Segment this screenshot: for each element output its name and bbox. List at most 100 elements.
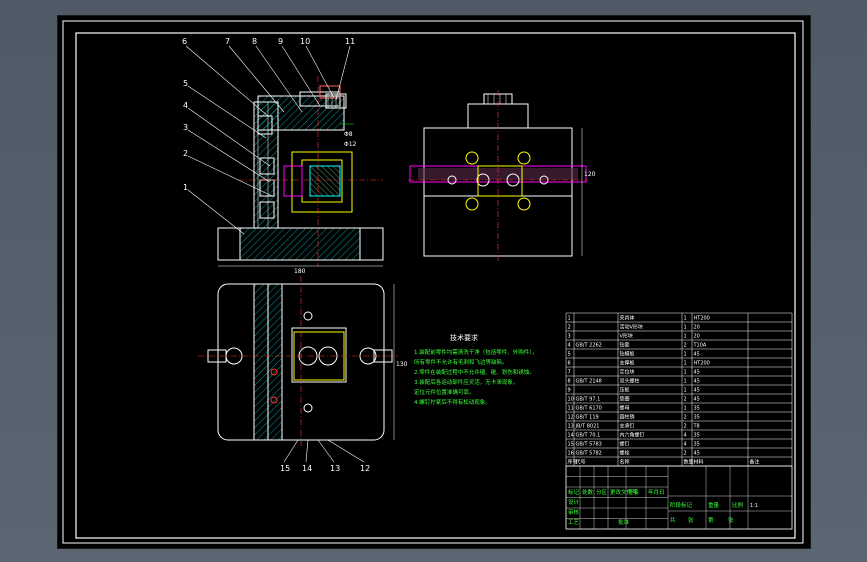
inner-frame	[75, 32, 796, 539]
side-view: 120	[408, 90, 596, 262]
tech-line-1: 1.装配前零件均需清洗干净（包括零件、外购件），	[414, 348, 538, 356]
tech-line-3: 2.零件在装配过程中不允许磕、碰、划伤和锈蚀。	[414, 368, 535, 376]
bom-cell: 35	[694, 415, 700, 421]
bom-cell: GB/T 97.1	[576, 397, 601, 403]
tech-line-5: 定位元件位置准确可靠。	[414, 388, 475, 396]
bom-cell: 2	[684, 451, 687, 457]
bom-cell: 1	[684, 325, 687, 331]
part-label-1: 1	[183, 183, 188, 192]
bom-cell: GB/T 119	[576, 415, 599, 421]
bom-cell: 35	[694, 433, 700, 439]
title-block-label: 标记	[568, 488, 580, 496]
bom-header-cell: 数量	[684, 459, 694, 466]
bom-cell: GB/T 2148	[576, 379, 602, 385]
bom-cell: 7	[568, 370, 571, 376]
bom-cell: 压板	[620, 387, 630, 394]
title-block-scale: 1:1	[750, 503, 758, 509]
part-label-2: 2	[183, 149, 188, 158]
bom-cell: HT200	[694, 316, 710, 322]
title-block-label: 阶段标记	[670, 501, 693, 509]
bom-cell: 支承钉	[620, 423, 635, 430]
bom-cell: 1	[684, 361, 687, 367]
title-block-label: 批准	[618, 518, 630, 526]
bom-cell: 2	[684, 424, 687, 430]
bom-cell: 内六角螺钉	[620, 432, 645, 439]
bom-cell: 1	[684, 388, 687, 394]
part-label-10: 10	[300, 37, 310, 46]
part-label-5: 5	[183, 79, 188, 88]
bom-cell: 圆柱销	[620, 414, 635, 421]
tech-title: 技术要求	[450, 333, 478, 342]
bom-cell: 钻套	[620, 342, 630, 349]
bom-cell: 钻模板	[620, 351, 635, 358]
bom-cell: 20	[694, 334, 700, 340]
bom-cell: 2	[568, 325, 571, 331]
part-number-leaders	[185, 45, 351, 235]
bom-cell: 支撑板	[620, 360, 635, 367]
title-block-label: 处数	[582, 488, 594, 496]
bom-cell: 4	[568, 343, 571, 349]
bom-cell: 11	[568, 406, 574, 412]
bom-cell: 垫圈	[620, 396, 630, 403]
bom-cell: 16	[568, 451, 574, 457]
bom-cell: 夹具体	[620, 315, 635, 322]
bom-header-cell: 序号	[568, 459, 578, 466]
bom-header-cell: 代号	[576, 459, 586, 466]
bom-cell: 45	[694, 388, 700, 394]
bom-cell: 45	[694, 379, 700, 385]
title-block-label: 工艺	[568, 519, 580, 526]
bom-cell: 2	[684, 415, 687, 421]
title-block-label: 张	[688, 516, 694, 524]
assembly-drawing: Φ8 Φ12 180 6 7 8 9 10 11 5 4 3 2 1	[62, 20, 804, 544]
bom-cell: 1	[568, 316, 571, 322]
technical-requirements: 技术要求 1.装配前零件均需清洗干净（包括零件、外购件）， 所有零件不允许有毛刺…	[414, 333, 538, 406]
part-label-12: 12	[360, 464, 370, 473]
bom-cell: JB/T 8021	[575, 424, 600, 430]
part-label-6: 6	[182, 37, 187, 46]
bom-cell: 5	[568, 352, 571, 358]
dim-width-label: 180	[294, 268, 306, 275]
title-block-label: 张	[728, 516, 734, 524]
title-block-label: 共	[670, 516, 676, 524]
bom-cell: 1	[684, 370, 687, 376]
bom-cell: 45	[694, 370, 700, 376]
bom-cell: GB/T 5782	[576, 451, 602, 457]
outer-frame	[62, 20, 804, 544]
bom-cell: T10A	[693, 343, 707, 349]
bom-cell: 13	[568, 424, 574, 430]
bom-header-cell: 名称	[620, 459, 630, 466]
bom-cell: 1	[684, 334, 687, 340]
bom-cell: 2	[684, 343, 687, 349]
tech-line-6: 4.螺钉拧紧后不得有松动现象。	[414, 398, 491, 406]
bom-cell: 螺栓	[620, 450, 630, 457]
bom-cell: 定位块	[620, 369, 635, 376]
title-block-label: 分区	[596, 488, 608, 496]
part-label-14: 14	[302, 464, 312, 473]
svg-text:Φ12: Φ12	[344, 141, 357, 148]
bom-cell: 8	[568, 379, 571, 385]
title-block-label: 设计	[568, 498, 580, 506]
bom-cell: T8	[693, 424, 700, 430]
bom-cell: 14	[568, 433, 574, 439]
bom-cell: 15	[568, 442, 574, 448]
bom-cell: 45	[694, 451, 700, 457]
bom-cell: GB/T 5783	[576, 442, 602, 448]
bom-cell: 1	[684, 406, 687, 412]
bom-cell: 45	[694, 397, 700, 403]
bom-cell: 4	[684, 442, 687, 448]
bom-cell: 20	[694, 325, 700, 331]
bom-cell: 12	[568, 415, 574, 421]
bom-header-cell: 材料	[694, 459, 704, 466]
dim-height-side: 120	[584, 171, 596, 178]
bom-header-cell: 备注	[750, 459, 760, 466]
cad-viewport[interactable]: Φ8 Φ12 180 6 7 8 9 10 11 5 4 3 2 1	[57, 15, 811, 549]
bom-cell: 9	[568, 388, 571, 394]
bom-cell: 45	[694, 352, 700, 358]
title-block-label: 更改文件号	[610, 488, 638, 496]
bom-cell: GB/T 6170	[576, 406, 602, 412]
bom-cell: GB/T 70.1	[576, 433, 601, 439]
bom-cell: 螺母	[620, 405, 630, 412]
bom-cell: HT200	[694, 361, 710, 367]
title-block-label: 审核	[568, 508, 580, 516]
